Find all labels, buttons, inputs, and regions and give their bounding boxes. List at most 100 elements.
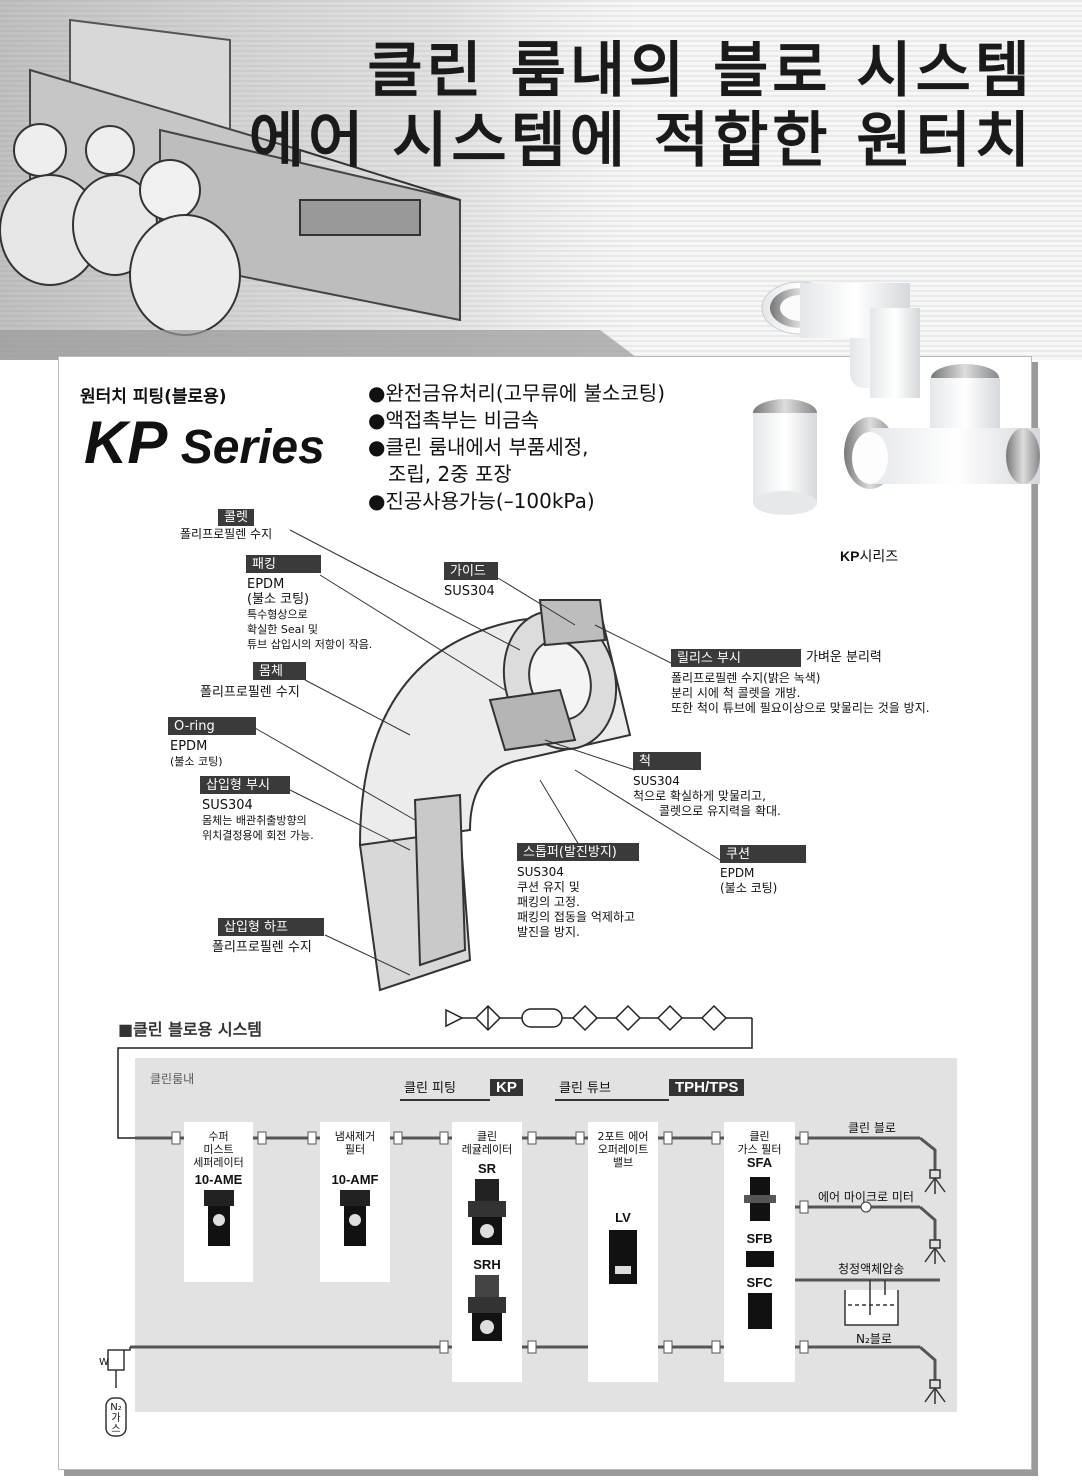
device-name-line: 클린: [476, 1130, 498, 1143]
part-title: 콜렛: [218, 509, 254, 526]
part-label-oring: O-ring: [168, 717, 256, 735]
device-odor-filter: 냄새제거 필터 10-AMF: [320, 1122, 390, 1282]
device-name-line: 오퍼레이트: [597, 1143, 649, 1156]
part-title: 척: [633, 752, 701, 770]
photo-caption: KP시리즈: [840, 546, 898, 566]
device-gas-filter: 클린 가스 필터 SFA SFB SFC: [724, 1122, 795, 1382]
output-label-liquid: 청정액체압송: [838, 1262, 905, 1276]
part-desc: (불소 코팅): [720, 881, 778, 895]
device-mist-separator: 수퍼 미스트 세퍼레이터 10-AME: [184, 1122, 253, 1282]
part-desc: 폴리프로필렌 수지: [212, 940, 312, 955]
n2-gas-label: N₂ 가 스: [109, 1402, 123, 1435]
part-title: 몸체: [253, 662, 306, 680]
device-name-line: 2포트 에어: [597, 1130, 649, 1143]
part-desc-release: 폴리프로필렌 수지(밝은 녹색) 분리 시에 척 콜렛을 개방. 또한 척이 튜…: [671, 671, 930, 716]
product-subtitle: 원터치 피팅(블로용): [80, 387, 227, 407]
device-model: SR: [477, 1161, 497, 1176]
part-desc: SUS304: [444, 584, 495, 599]
device-name-line: 밸브: [612, 1156, 634, 1169]
feature-item: ●클린 룸내에서 부품세정,: [368, 435, 589, 459]
part-desc: EPDM: [247, 577, 285, 592]
device-name: 클린 가스 필터: [724, 1122, 795, 1156]
part-desc: 패킹의 고정.: [517, 895, 580, 909]
part-title: 스톱퍼(발진방지): [517, 843, 639, 861]
part-note: 몸체는 배관취출방향의: [202, 814, 307, 827]
part-note: 튜브 삽입시의 저항이 작음.: [247, 638, 373, 651]
part-desc: 쿠션 유지 및: [517, 880, 580, 894]
device-name-line: 레귤레이터: [461, 1143, 513, 1156]
part-title: O-ring: [168, 717, 256, 735]
part-title: 삽입형 하프: [218, 918, 324, 936]
part-desc: 패킹의 접동을 억제하고: [517, 910, 636, 924]
part-title: 쿠션: [720, 845, 806, 863]
n2-label-line: 스: [111, 1424, 121, 1435]
device-regulator: 클린 레귤레이터 SR SRH: [452, 1122, 522, 1382]
device-name-line: 냄새제거: [334, 1130, 376, 1143]
part-label-packing: 패킹: [246, 555, 321, 573]
part-desc: 콜렛으로 유지력을 확대.: [659, 804, 781, 818]
part-label-bushing: 삽입형 부시: [200, 776, 290, 794]
device-name-line: 가스 필터: [737, 1143, 782, 1156]
pneumatic-symbols: [445, 1004, 752, 1032]
regulator-icon: [468, 1275, 506, 1341]
clean-room-label: 클린룸내: [150, 1072, 195, 1086]
part-desc: SUS304: [517, 865, 564, 879]
part-note: 특수형상으로: [247, 608, 308, 621]
part-label-stopper: 스톱퍼(발진방지): [517, 843, 639, 861]
device-name: 냄새제거 필터: [320, 1122, 390, 1156]
part-note: 위치결정용에 회전 가능.: [202, 829, 314, 842]
part-desc-stopper: SUS304 쿠션 유지 및 패킹의 고정. 패킹의 접동을 억제하고 발진을 …: [517, 865, 635, 940]
device-model: SFC: [746, 1275, 773, 1290]
n2-label-line: N₂: [110, 1402, 122, 1413]
part-label-body: 몸체: [253, 662, 306, 680]
device-name-line: 필터: [344, 1143, 366, 1156]
part-label-insert-half: 삽입형 하프: [218, 918, 324, 936]
part-label-collet: 콜렛: [218, 506, 254, 527]
part-title: 삽입형 부시: [200, 776, 290, 794]
part-label-chuck: 척: [633, 752, 701, 770]
drain-label: W: [99, 1357, 109, 1368]
part-title: 패킹: [246, 555, 321, 573]
photo-caption-text: 시리즈: [859, 549, 899, 565]
feature-item: ●완전금유처리(고무류에 불소코팅): [368, 381, 666, 405]
hero-banner: 클린 룸내의 블로 시스템 에어 시스템에 적합한 원터치: [0, 0, 1082, 360]
device-name-line: 미스트: [203, 1143, 234, 1156]
device-name: 클린 레귤레이터: [452, 1122, 522, 1156]
n2-label-line: 가: [111, 1413, 121, 1424]
device-model: SRH: [473, 1257, 501, 1272]
part-label-release: 릴리스 부시: [671, 649, 801, 667]
part-side-note: 가벼운 분리력: [806, 650, 882, 665]
product-name-kp: KP: [84, 409, 168, 476]
device-name-line: 수퍼: [208, 1130, 229, 1143]
part-desc: 폴리프로필렌 수지: [180, 527, 273, 541]
device-model: SFA: [746, 1155, 773, 1170]
output-label-micrometer: 에어 마이크로 미터: [818, 1190, 914, 1204]
part-desc: 폴리프로필렌 수지: [200, 685, 300, 700]
supply-line: [117, 1018, 753, 1139]
device-model: 10-AMF: [331, 1172, 379, 1187]
gas-filter-icon: [745, 1251, 774, 1267]
part-desc: 분리 시에 척 콜렛을 개방.: [671, 686, 801, 700]
output-label-n2-blow: N₂블로: [856, 1332, 892, 1346]
clean-room-area: [135, 1058, 957, 1412]
filter-unit-icon: [203, 1190, 234, 1246]
device-air-valve: 2포트 에어 오퍼레이트 밸브 LV: [588, 1122, 658, 1382]
part-desc: 폴리프로필렌 수지(밝은 녹색): [671, 671, 821, 685]
photo-caption-kp: KP: [840, 548, 860, 564]
filter-unit-icon: [340, 1190, 370, 1246]
part-desc: 또한 척이 튜브에 필요이상으로 맞물리는 것을 방지.: [671, 701, 930, 715]
valve-icon: [609, 1230, 637, 1284]
part-desc: SUS304: [202, 798, 253, 813]
part-desc: EPDM: [720, 866, 755, 880]
feature-list: ●완전금유처리(고무류에 불소코팅) ●액접촉부는 비금속 ●클린 룸내에서 부…: [368, 380, 665, 515]
n2-cylinder-icon: [105, 1347, 131, 1437]
part-desc-bushing: SUS304 몸체는 배관취출방향의 위치결정용에 회전 가능.: [202, 798, 314, 843]
product-name: KP Series: [84, 412, 325, 479]
pipe-connectors: [171, 1131, 809, 1354]
bar-name: 클린 튜브: [555, 1079, 669, 1101]
device-model: LV: [615, 1210, 631, 1225]
